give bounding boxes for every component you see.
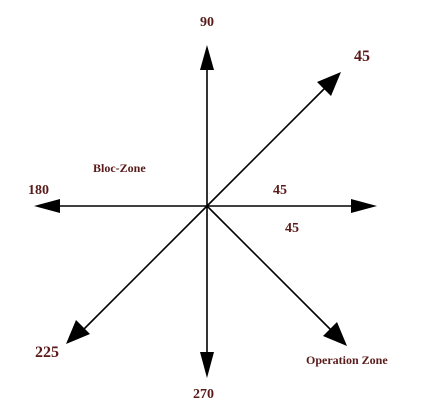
label-45-right-above: 45 (273, 183, 287, 198)
label-45-right-below: 45 (285, 221, 299, 236)
label-270: 270 (193, 387, 214, 402)
arrow-lower-right (206, 205, 347, 346)
arrow-upper-right (206, 72, 341, 207)
arrow-left (34, 199, 207, 213)
label-90: 90 (200, 15, 214, 30)
arrow-lower-left (66, 205, 208, 344)
label-bloc-zone: Bloc-Zone (93, 161, 146, 175)
label-45-upper-right: 45 (354, 48, 370, 65)
arrow-right (207, 199, 377, 213)
label-operation-zone: Operation Zone (306, 353, 388, 367)
label-180: 180 (28, 183, 49, 198)
arrow-up (200, 45, 214, 206)
label-225: 225 (35, 344, 59, 361)
arrow-down (200, 206, 214, 378)
